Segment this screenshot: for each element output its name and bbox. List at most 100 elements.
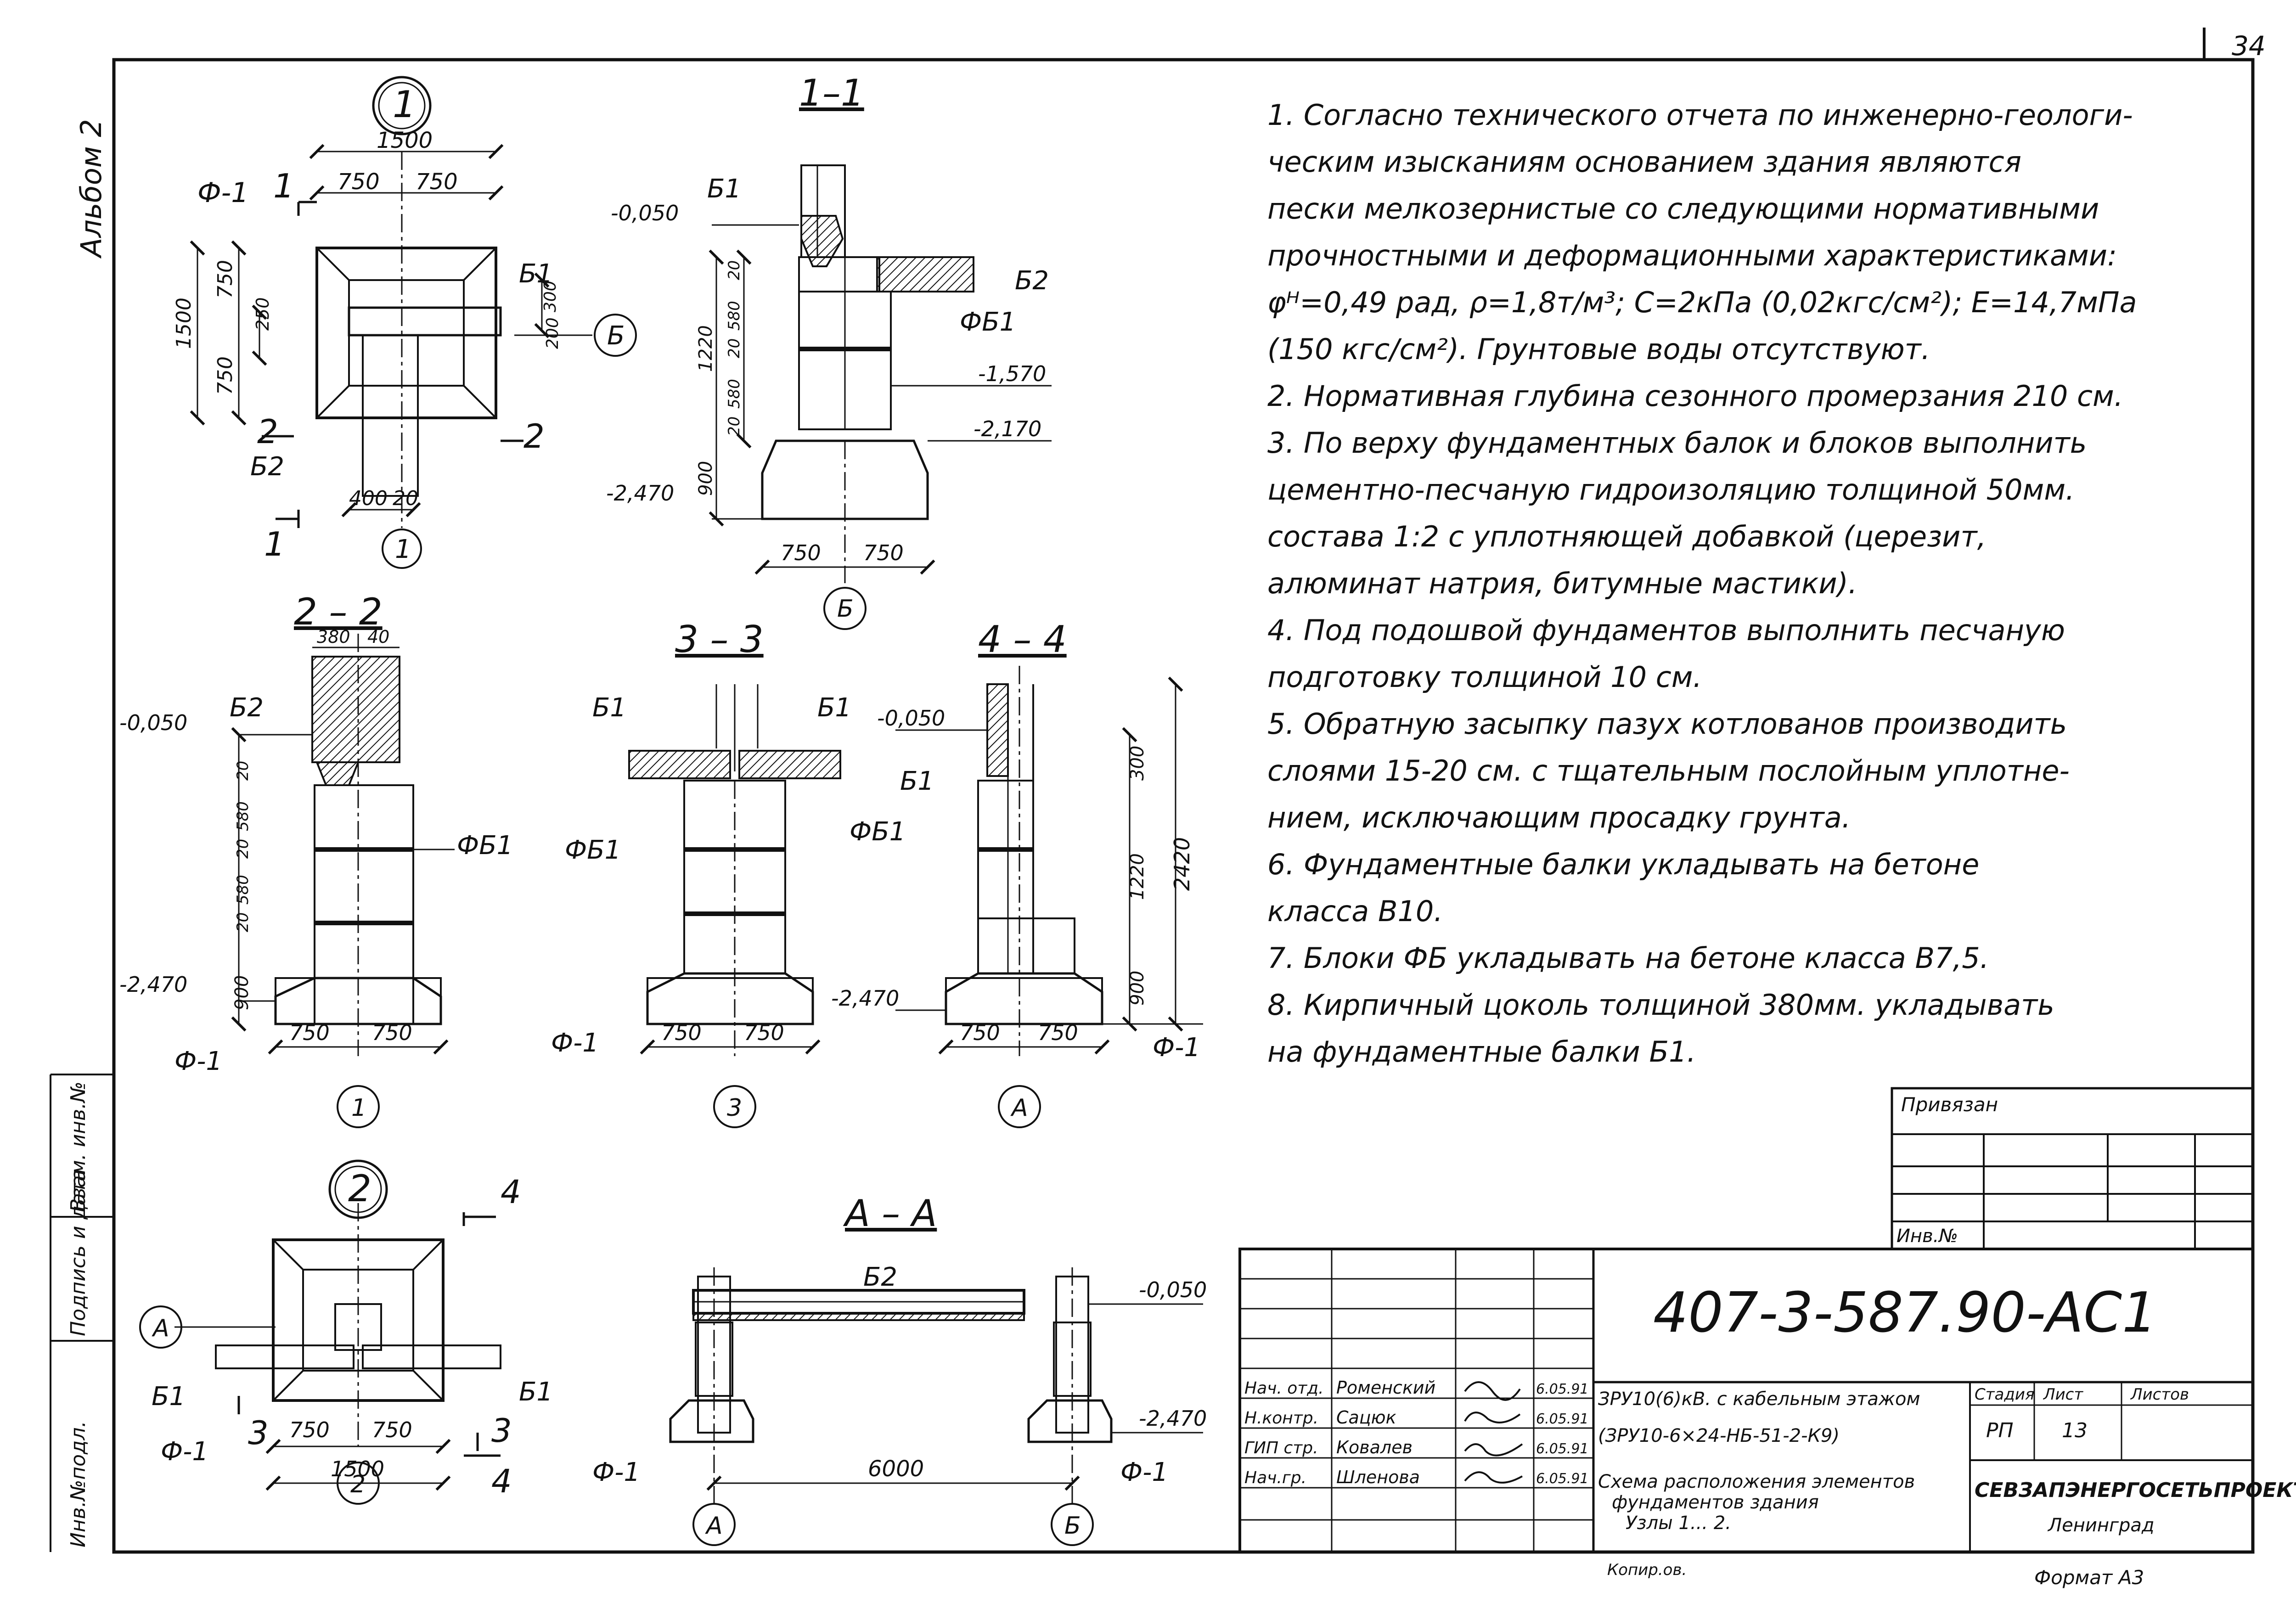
sheet-title-line2: фундаментов здания [1612,1492,1819,1513]
cut-3-right: 3 [491,1412,512,1450]
node1-plan [190,76,637,569]
axis-a: А [705,1512,723,1540]
sheet-value: 13 [2062,1419,2088,1442]
dim-text: 750 [289,1020,330,1045]
dim-text: 580 [725,301,743,331]
cut-1-bottom: 1 [264,525,285,563]
note-line: (150 кгс/см²). Грунтовые воды отсутствую… [1267,332,1930,366]
name-4: Шленова [1336,1467,1420,1487]
note-line: подготовку толщиной 10 см. [1267,660,1702,694]
dim-text: 750 [661,1020,702,1045]
role-2: Н.контр. [1244,1409,1318,1428]
note-line: прочностными и деформационными характери… [1267,239,2117,272]
dim-text: 20 [725,260,743,280]
section-3-3 [628,684,841,1128]
general-notes: 1. Согласно технического отчета по инжен… [1267,92,2255,1075]
dim-text: 20 [234,761,252,781]
note-line: цементно-песчаную гидроизоляцию толщиной… [1267,473,2075,506]
note-line: ческим изысканиям основанием здания явля… [1267,145,2022,179]
axis-a: А [152,1315,169,1342]
section-a-a [669,1267,1203,1546]
label-f1: Ф-1 [592,1457,640,1487]
title-block-grid [1238,1248,2254,1553]
note-line: на фундаментные балки Б1. [1267,1035,1696,1069]
level-text: -2,470 [606,481,674,506]
label-f1: Ф-1 [174,1046,222,1076]
section-2-2 [231,634,455,1128]
label-b1: Б1 [152,1382,186,1412]
cut-1-top: 1 [273,167,294,205]
label-f1: Ф-1 [161,1437,208,1467]
date-4: 6.05.91 [1536,1471,1589,1487]
date-1: 6.05.91 [1536,1381,1589,1397]
label-b2: Б2 [230,693,264,723]
dim-text: 580 [234,875,252,905]
dim-text: 300 [1127,746,1148,781]
label-b1: Б1 [519,1377,553,1407]
title-2-2: 2 – 2 [294,591,383,633]
note-line: класса В10. [1267,894,1443,928]
axis-b: Б [1064,1512,1081,1540]
level-text: -0,050 [877,706,945,731]
note-line: 2. Нормативная глубина сезонного промерз… [1267,379,2123,413]
dim-text: 20 [234,839,252,859]
node2-mark: 2 [348,1167,371,1210]
dim-text: 250 [253,297,273,331]
dim-text: 20 [393,487,418,510]
label-b2: Б2 [1015,266,1049,296]
label-fb1: ФБ1 [850,817,906,847]
dim-text: 900 [695,461,716,496]
title-a-a: А – А [843,1192,937,1235]
signature-2 [1464,1412,1521,1423]
dim-text: 750 [214,356,237,395]
axis-1: 1 [395,534,411,564]
axis-2: 2 [350,1471,366,1498]
title-3-3: 3 – 3 [675,618,764,661]
frame-border [112,58,2255,1554]
date-2: 6.05.91 [1536,1411,1589,1427]
inv-label: Инв.№ [1896,1226,1958,1247]
node1-mark: 1 [393,83,416,126]
level-text: -0,050 [119,710,187,735]
axis-b: Б [607,321,625,351]
note-line: алюминат натрия, битумные мастики). [1267,567,1857,600]
doc-code: 407-3-587.90-АС1 [1653,1281,2157,1345]
dim-text: 580 [234,801,252,831]
dim-text: 380 [317,627,350,647]
dim-text: 1220 [1127,853,1148,900]
dim-text: 20 [234,912,252,932]
album-label: Альбом 2 [74,119,108,259]
note-line: 3. По верху фундаментных балок и блоков … [1267,426,2087,460]
dim-text: 750 [781,540,821,565]
cut-4-top: 4 [501,1173,521,1211]
dim-text: 400 [349,487,388,510]
level-text: -0,050 [1139,1277,1207,1302]
dim-text: 20 [725,338,743,358]
label-f1: Ф-1 [1120,1457,1168,1487]
dim-text: 750 [214,260,237,298]
strip-sign-label: Подпись и дата [67,1169,90,1336]
cut-2-right: 2 [523,417,545,456]
dim-text: 2420 [1170,837,1194,891]
level-text: -1,570 [978,361,1046,386]
dim-text: 750 [372,1020,412,1045]
name-2: Сацюк [1336,1407,1396,1428]
level-text: -2,470 [831,986,899,1011]
cut-2-left: 2 [257,412,278,451]
role-3: ГИП стр. [1244,1439,1318,1457]
note-line: 6. Фундаментные балки укладывать на бето… [1267,848,1980,881]
dim-text: 200 [543,317,562,349]
object-line1: ЗРУ10(6)кВ. с кабельным этажом [1598,1389,1920,1410]
dim-text: 6000 [868,1456,924,1482]
label-b2: Б2 [863,1262,897,1292]
dim-text: 750 [1038,1020,1078,1045]
signature-3 [1464,1443,1523,1457]
note-line: 4. Под подошвой фундаментов выполнить пе… [1267,613,2065,647]
cut-3-left: 3 [248,1414,269,1452]
level-text: -2,470 [119,972,187,997]
label-fb1: ФБ1 [565,835,621,865]
label-f1: Ф-1 [1153,1033,1200,1063]
axis-b: Б [837,595,854,623]
